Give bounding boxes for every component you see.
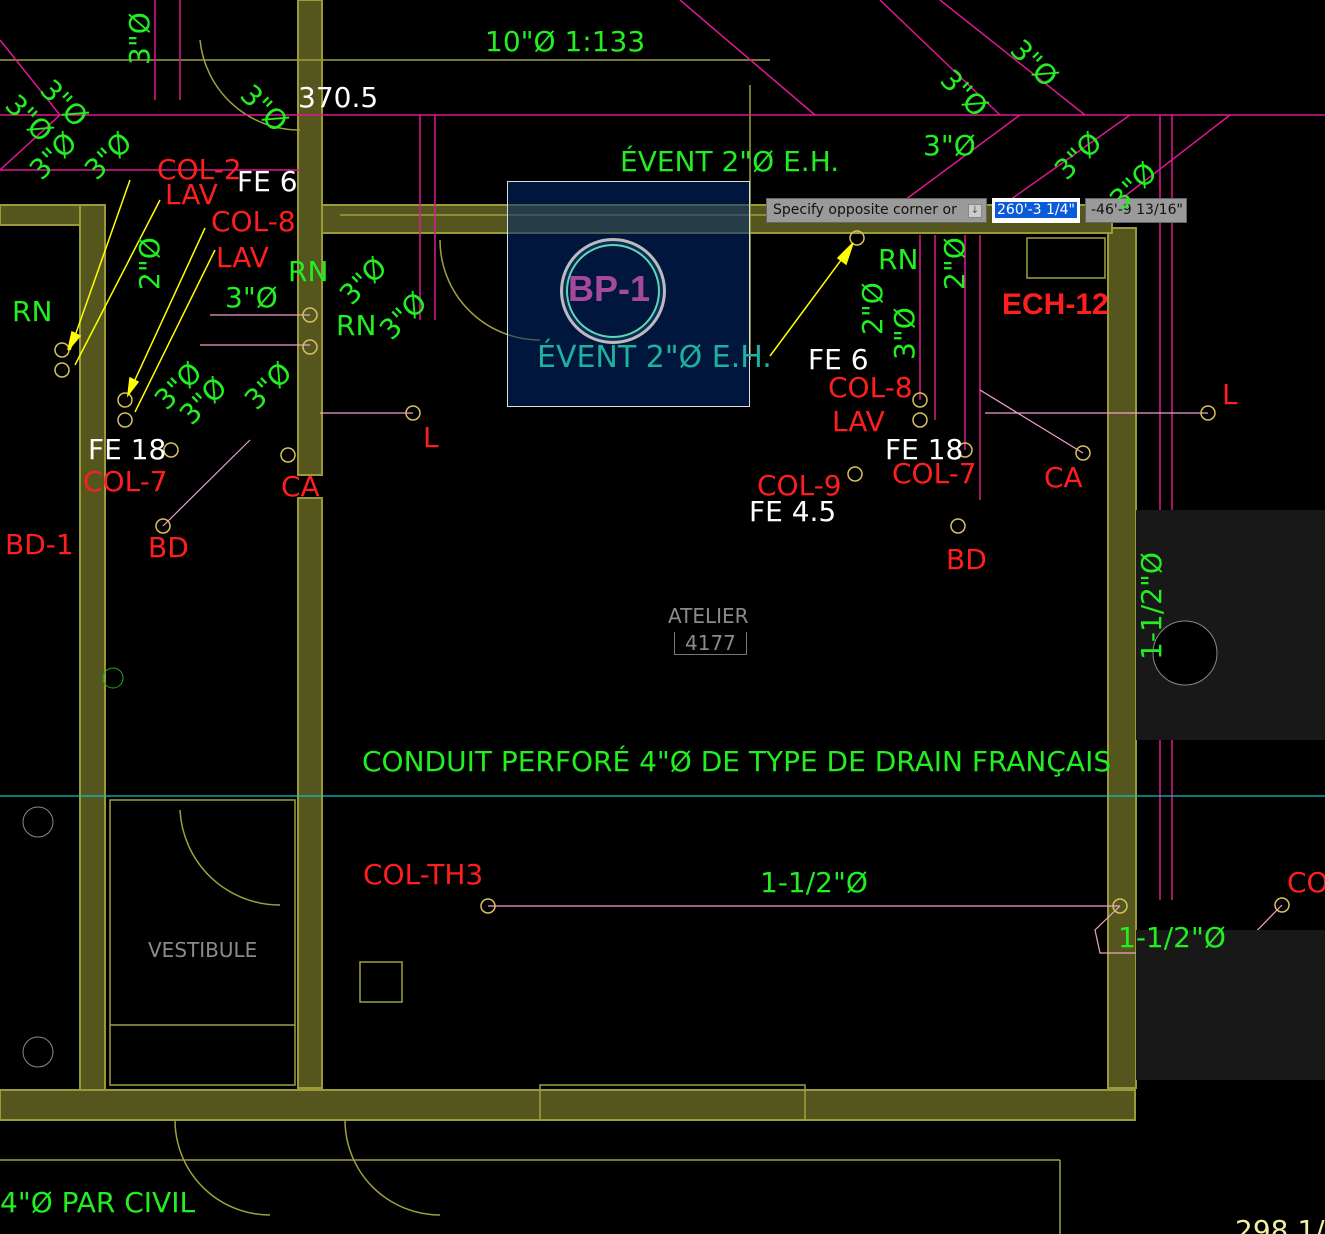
pipe-label: ÉVENT 2"Ø E.H.: [620, 145, 840, 178]
equipment-label: ECH-12: [1002, 288, 1109, 321]
pipe-label: RN: [878, 243, 919, 276]
fixture-label: LAV: [832, 405, 885, 438]
fixture-label: BD-1: [5, 528, 74, 561]
y-coordinate-input[interactable]: -46'-9 13/16": [1085, 198, 1187, 223]
prompt-text: Specify opposite corner or: [773, 202, 957, 218]
fixture-label: LAV: [216, 241, 269, 274]
fixture-label: LAV: [165, 178, 218, 211]
pipe-label: 3"Ø: [225, 281, 278, 314]
pipe-label: 2"Ø: [856, 282, 889, 335]
pipe-label: 2"Ø: [133, 237, 166, 290]
pipe-label: 1-1/2"Ø: [1118, 921, 1226, 954]
down-arrow-icon[interactable]: ↓: [968, 204, 982, 218]
pipe-label: 1-1/2"Ø: [1135, 552, 1168, 660]
fixture-label: COL-2: [157, 153, 242, 186]
pipe-label: 3"Ø: [123, 12, 156, 65]
fixture-label: COL-8: [828, 371, 913, 404]
fixture-units: FE 6: [237, 165, 298, 198]
pipe-label: 3"Ø: [888, 307, 921, 360]
fixture-units: FE 6: [808, 343, 869, 376]
fixture-label: CO: [1287, 866, 1325, 899]
x-coordinate-value[interactable]: 260'-3 1/4": [995, 202, 1077, 218]
fixture-label: BD: [148, 531, 189, 564]
pipe-label: RN: [12, 295, 53, 328]
drain-note: CONDUIT PERFORÉ 4"Ø DE TYPE DE DRAIN FRA…: [362, 745, 1112, 778]
fixture-label: COL-TH3: [363, 858, 484, 891]
fixture-label: BD: [946, 543, 987, 576]
pipe-label: 4"Ø PAR CIVIL: [0, 1186, 196, 1219]
pipe-label: RN: [288, 255, 329, 288]
room-name: VESTIBULE: [148, 938, 258, 962]
fixture-units: FE 18: [885, 433, 964, 466]
fixture-units: FE 18: [88, 433, 167, 466]
x-coordinate-input[interactable]: 260'-3 1/4": [992, 198, 1080, 223]
bp-1-tag-circle: [560, 238, 666, 344]
dynamic-input-prompt: Specify opposite corner or ↓: [766, 198, 987, 223]
pipe-label: 1-1/2"Ø: [760, 866, 868, 899]
pipe-label: RN: [336, 309, 377, 342]
fixture-label: COL-9: [757, 469, 842, 502]
fixture-label: L: [423, 421, 439, 454]
fixture-units: FE 4.5: [749, 495, 837, 528]
fixture-label: COL-7: [83, 465, 168, 498]
pipe-label: 2"Ø: [938, 237, 971, 290]
pipe-label: 3"Ø: [923, 129, 976, 162]
dimension-value: 298 1/2: [1235, 1214, 1325, 1234]
fixture-label: CA: [1044, 461, 1083, 494]
selected-vent-note[interactable]: ÉVENT 2"Ø E.H.: [537, 340, 772, 375]
dimension-value: 370.5: [298, 81, 379, 114]
fixture-label: COL-8: [211, 205, 296, 238]
fixture-label: L: [1222, 378, 1238, 411]
fixture-label: COL-7: [892, 457, 977, 490]
fixture-label: CA: [281, 470, 320, 503]
pipe-label: 10"Ø 1:133: [485, 25, 646, 58]
room-number: 4177: [674, 632, 747, 655]
room-name: ATELIER: [668, 604, 749, 628]
bp-1-tag[interactable]: BP-1: [568, 268, 651, 309]
